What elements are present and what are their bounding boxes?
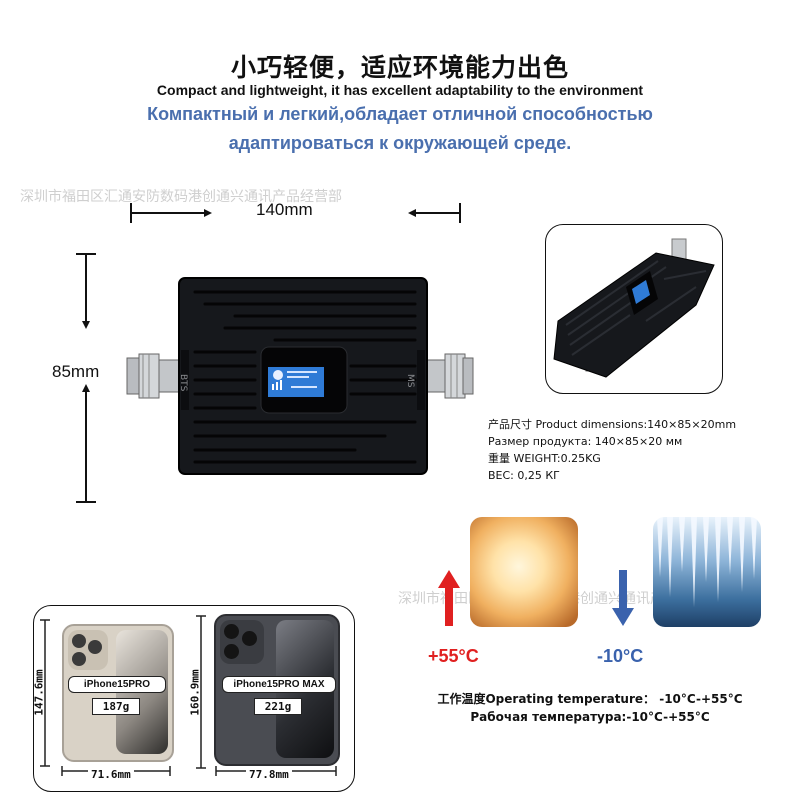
arrow-up-icon xyxy=(438,570,460,626)
phone2-name: iPhone15PRO MAX xyxy=(222,676,336,693)
width-dimension-label: 140mm xyxy=(256,200,313,219)
phone1-width: 71.6mm xyxy=(88,768,134,781)
right-port-label: MS xyxy=(405,374,415,388)
height-dimension-arrows xyxy=(76,253,96,503)
operating-temperature: 工作温度Operating temperature： -10°C-+55°C xyxy=(437,692,743,706)
width-dimension-arrows xyxy=(130,203,461,223)
hot-environment-image xyxy=(470,517,578,627)
headline-ru-line1: Компактный и легкий,обладает отличной сп… xyxy=(147,104,653,124)
max-temperature: +55°C xyxy=(428,646,479,666)
height-dimension-label: 85mm xyxy=(52,362,100,381)
left-port-label: BTS xyxy=(178,374,188,392)
device-photo-panel xyxy=(545,224,723,394)
operating-temperature-ru: Рабочая температура:-10°C-+55°C xyxy=(470,710,710,724)
phone1-height-bracket xyxy=(40,619,50,767)
spec-weight: 重量 WEIGHT:0.25KG xyxy=(488,452,601,465)
icicles-graphic xyxy=(657,517,757,607)
phone2-height-bracket xyxy=(196,615,206,769)
phone2-width: 77.8mm xyxy=(246,768,292,781)
phone2-weight: 221g xyxy=(254,698,302,715)
spec-dimensions-ru: Размер продукта: 140×85×20 мм xyxy=(488,435,683,448)
phone2-height: 160.9mm xyxy=(188,669,202,716)
signal-booster-device: BTS MS xyxy=(126,277,474,475)
spec-weight-ru: ВЕС: 0,25 КГ xyxy=(488,469,560,482)
arrow-down-icon xyxy=(612,570,634,626)
headline-zh: 小巧轻便，适应环境能力出色 xyxy=(230,53,569,82)
device-angled-image xyxy=(553,238,715,378)
phone1-name: iPhone15PRO xyxy=(68,676,166,693)
right-n-connector xyxy=(424,353,474,399)
left-n-connector xyxy=(126,353,180,399)
watermark-top: 深圳市福田区汇通安防数码港创通兴通讯产品经营部 xyxy=(20,189,342,205)
min-temperature: -10°C xyxy=(597,646,644,666)
spec-dimensions: 产品尺寸 Product dimensions:140×85×20mm xyxy=(488,418,737,431)
phone-comparison-panel: 147.6mm iPhone15PRO 187g 71.6mm 160.9mm … xyxy=(33,605,355,792)
phone1-height: 147.6mm xyxy=(32,669,46,716)
phone1-image xyxy=(62,624,174,762)
phone1-weight: 187g xyxy=(92,698,140,715)
cold-environment-image xyxy=(653,517,761,627)
headline-ru-line2: адаптироваться к окружающей среде. xyxy=(228,133,572,153)
lcd-screen xyxy=(268,367,324,397)
headline-en: Compact and lightweight, it has excellen… xyxy=(156,82,644,98)
